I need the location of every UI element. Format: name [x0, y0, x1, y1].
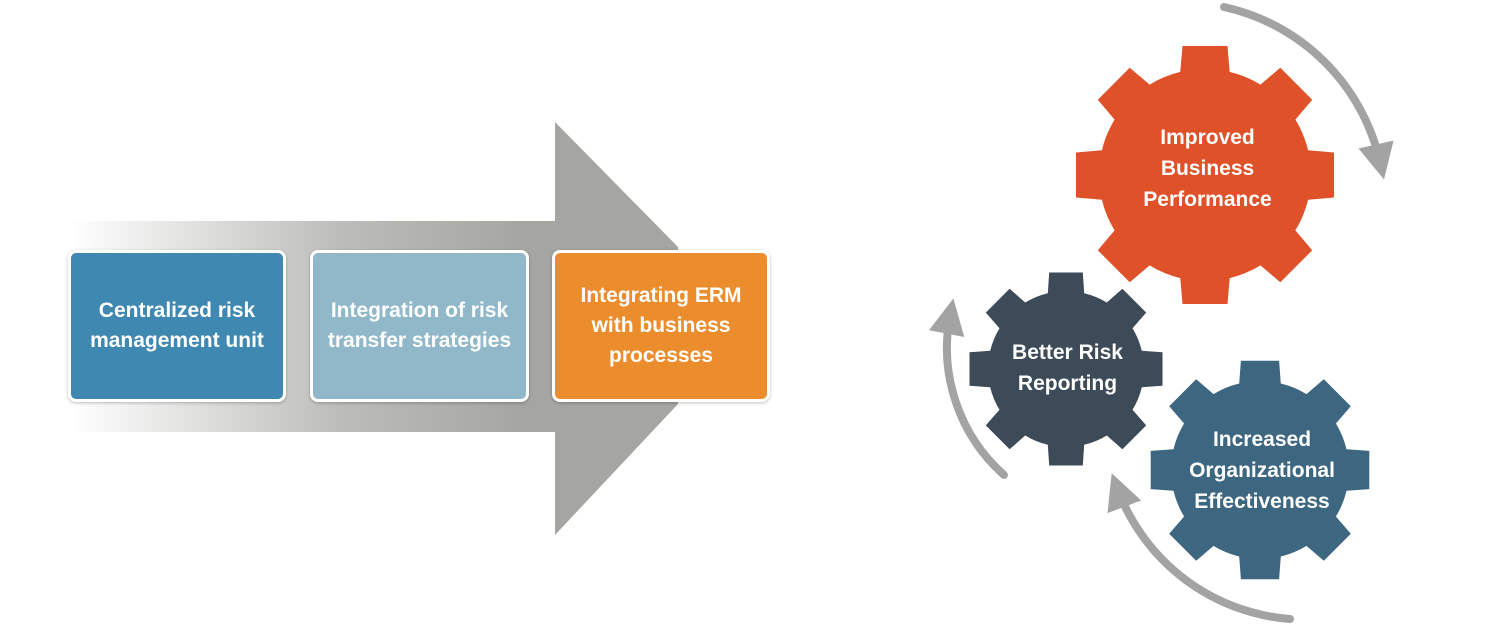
- cycle-arrow-bottom: [1107, 473, 1294, 623]
- step-label: Integration of risk transfer strategies: [327, 299, 512, 352]
- cycle-arrow-left: [928, 298, 1008, 479]
- step-risk-transfer-strategies: Integration of risk transfer strategies: [310, 250, 529, 402]
- step-label: Centralized risk management unit: [90, 299, 264, 352]
- step-label: Integrating ERM with business processes: [580, 284, 742, 367]
- step-centralized-risk-unit: Centralized risk management unit: [68, 250, 286, 402]
- gear-organizational-effectiveness: [1150, 360, 1370, 580]
- gear-label-organizational-effectiveness: Increased Organizational Effectiveness: [1189, 427, 1335, 513]
- gear-label-improved-performance: Improved Business Performance: [1143, 125, 1272, 211]
- cycle-arrow-top: [1220, 3, 1394, 180]
- gear-label-better-reporting: Better Risk Reporting: [1012, 341, 1123, 395]
- step-integrating-erm: Integrating ERM with business processes: [552, 250, 770, 402]
- gear-better-reporting: [969, 272, 1163, 466]
- gear-improved-performance: [1076, 46, 1334, 304]
